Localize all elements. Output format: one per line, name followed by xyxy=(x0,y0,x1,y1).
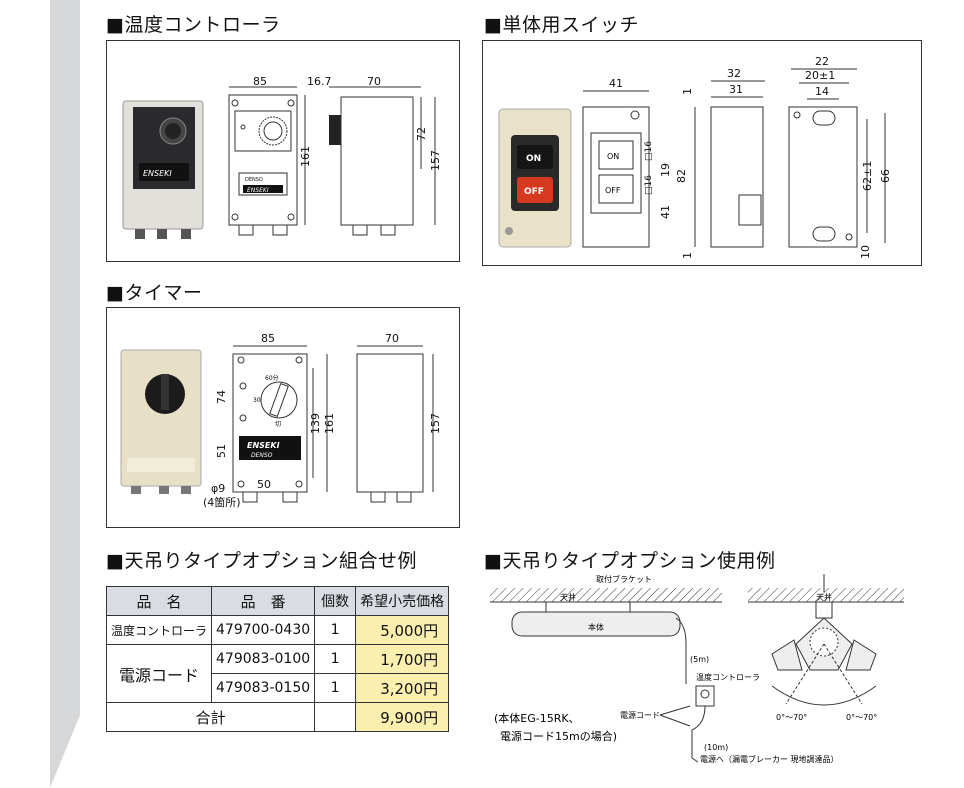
usage-ceiling2: 天井 xyxy=(816,592,832,602)
usage-angle2: 0°〜70° xyxy=(846,713,877,722)
tm-dim-h51: 51 xyxy=(215,444,228,458)
usage-cord5m: (5m) xyxy=(690,655,709,664)
sidebar-corner-cut xyxy=(50,715,80,788)
table-row: 温度コントローラ 479700-0430 1 5,000円 xyxy=(105,615,450,645)
table-row: 電源コード 479083-0100 1 1,700円 xyxy=(105,644,450,703)
total-qty-empty xyxy=(314,702,357,732)
usage-cord10m: (10m) xyxy=(704,743,728,752)
usage-controller: 温度コントローラ xyxy=(696,672,760,682)
usage-bracket: 取付ブラケット xyxy=(596,574,652,584)
sidebar-gray-band xyxy=(50,0,80,788)
switch-photo: ON OFF xyxy=(498,108,572,248)
switch-drawing: 41 ON OFF □16 □16 19 82 41 1 1 32 31 22 … xyxy=(582,55,892,259)
tm-dim-h74: 74 xyxy=(215,390,228,404)
header-code: 品 番 xyxy=(211,586,316,616)
left-margin xyxy=(0,0,80,788)
switch-off-label: OFF xyxy=(524,187,544,197)
row0-name: 温度コントローラ xyxy=(105,615,213,645)
option-combo-heading: ■天吊りタイプオプション組合せ例 xyxy=(106,550,417,572)
row1-qty: 1 xyxy=(314,644,357,674)
dim-w70: 70 xyxy=(367,75,381,88)
sw-draw-on: ON xyxy=(607,152,619,161)
tm-dim-w50: 50 xyxy=(257,478,271,491)
temp-controller-figure: ENSEKI 85 DENSO ENSEKI 161 16.7 70 72 xyxy=(106,40,460,262)
sw-dim-19: 19 xyxy=(659,163,672,177)
sw-dim-w20: 20±1 xyxy=(805,69,835,82)
usage-case-2: 電源コード15mの場合) xyxy=(500,729,617,743)
sw-dim-16a: □16 xyxy=(644,141,654,161)
sw-dim-66: 66 xyxy=(879,169,892,183)
row0-price: 5,000円 xyxy=(355,615,450,645)
dim-w16-7: 16.7 xyxy=(307,75,332,88)
timer-drawing: 85 60分 30 切 ENSEKI DENSO 74 51 50 139 16… xyxy=(203,332,442,509)
tm-dim-h157: 157 xyxy=(429,413,442,434)
sw-draw-off: OFF xyxy=(605,186,621,195)
row0-code: 479700-0430 xyxy=(211,615,316,645)
drawing-enseki: ENSEKI xyxy=(247,187,269,194)
dim-h157: 157 xyxy=(429,150,442,171)
tm-dim-note: (4箇所) xyxy=(203,495,241,509)
sw-dim-w32: 32 xyxy=(727,67,741,80)
tm-dim-phi: φ9 xyxy=(211,482,225,495)
timer-photo xyxy=(120,349,202,494)
row2-qty: 1 xyxy=(314,673,357,703)
row1-name: 電源コード xyxy=(105,644,213,703)
tm-dial-60: 60分 xyxy=(265,374,279,382)
photo-brand: ENSEKI xyxy=(143,169,172,178)
row2-code: 479083-0150 xyxy=(211,673,316,703)
option-usage-heading: ■天吊りタイプオプション使用例 xyxy=(484,550,776,572)
single-switch-heading: ■単体用スイッチ xyxy=(484,14,639,36)
table-header-row: 品 名 品 番 個数 希望小売価格 xyxy=(105,586,450,616)
dim-h72: 72 xyxy=(415,127,428,141)
sw-dim-41: 41 xyxy=(659,205,672,219)
drawing-denso: DENSO xyxy=(245,177,263,183)
row1-code: 479083-0100 xyxy=(211,644,316,674)
temp-controller-heading: ■温度コントローラ xyxy=(106,14,281,36)
dim-h161: 161 xyxy=(299,146,312,167)
total-price: 9,900円 xyxy=(355,702,450,732)
option-combo-table: 品 名 品 番 個数 希望小売価格 温度コントローラ 479700-0430 1… xyxy=(105,586,450,732)
header-name: 品 名 xyxy=(105,586,213,616)
table-row: 479083-0150 1 3,200円 xyxy=(107,673,450,703)
header-price: 希望小売価格 xyxy=(355,586,450,616)
sw-dim-w14: 14 xyxy=(815,85,829,98)
usage-ceiling1: 天井 xyxy=(560,592,576,602)
tm-dim-h161: 161 xyxy=(323,413,336,434)
usage-case-1: (本体EG-15RK、 xyxy=(494,711,580,725)
table-total-row: 合計 9,900円 xyxy=(105,702,450,732)
temp-controller-drawing: 85 DENSO ENSEKI 161 16.7 70 72 157 xyxy=(228,75,442,236)
single-switch-figure: ON OFF 41 ON OFF □16 □16 19 82 41 1 1 32… xyxy=(482,40,922,266)
tm-dial-off: 切 xyxy=(275,421,281,428)
sw-dim-1b: 1 xyxy=(681,252,694,259)
sw-dim-w31: 31 xyxy=(729,83,743,96)
option-usage-diagram: 取付ブラケット 天井 本体 (5m) 温度コントローラ 電源コード (本体EG-… xyxy=(490,574,904,764)
sw-dim-w41: 41 xyxy=(609,77,623,90)
sw-dim-1a: 1 xyxy=(681,88,694,95)
switch-on-label: ON xyxy=(526,154,541,164)
sw-dim-62: 62±1 xyxy=(861,161,874,191)
usage-power-cord: 電源コード xyxy=(620,711,660,720)
tm-dim-w70: 70 xyxy=(385,332,399,345)
row2-price: 3,200円 xyxy=(355,673,450,703)
header-qty: 個数 xyxy=(314,586,357,616)
sw-dim-w22: 22 xyxy=(815,55,829,68)
timer-heading: ■タイマー xyxy=(106,282,203,304)
tm-brand1: ENSEKI xyxy=(247,441,280,450)
tm-dial-30: 30 xyxy=(253,397,261,404)
row1-price: 1,700円 xyxy=(355,644,450,674)
tm-dim-h139: 139 xyxy=(309,413,322,434)
total-label: 合計 xyxy=(105,702,316,732)
tm-brand2: DENSO xyxy=(251,452,273,459)
usage-to-power: 電源へ（漏電ブレーカー 現地調達品） xyxy=(700,754,839,764)
sw-dim-10: 10 xyxy=(859,245,872,259)
row0-qty: 1 xyxy=(314,615,357,645)
dim-w85: 85 xyxy=(253,75,267,88)
sw-dim-82: 82 xyxy=(675,169,688,183)
tm-dim-w85: 85 xyxy=(261,332,275,345)
temp-controller-photo: ENSEKI xyxy=(122,100,204,239)
sw-dim-16b: □16 xyxy=(644,175,654,195)
usage-body: 本体 xyxy=(588,622,604,632)
usage-angle1: 0°〜70° xyxy=(776,713,807,722)
timer-figure: 85 60分 30 切 ENSEKI DENSO 74 51 50 139 16… xyxy=(106,307,460,528)
